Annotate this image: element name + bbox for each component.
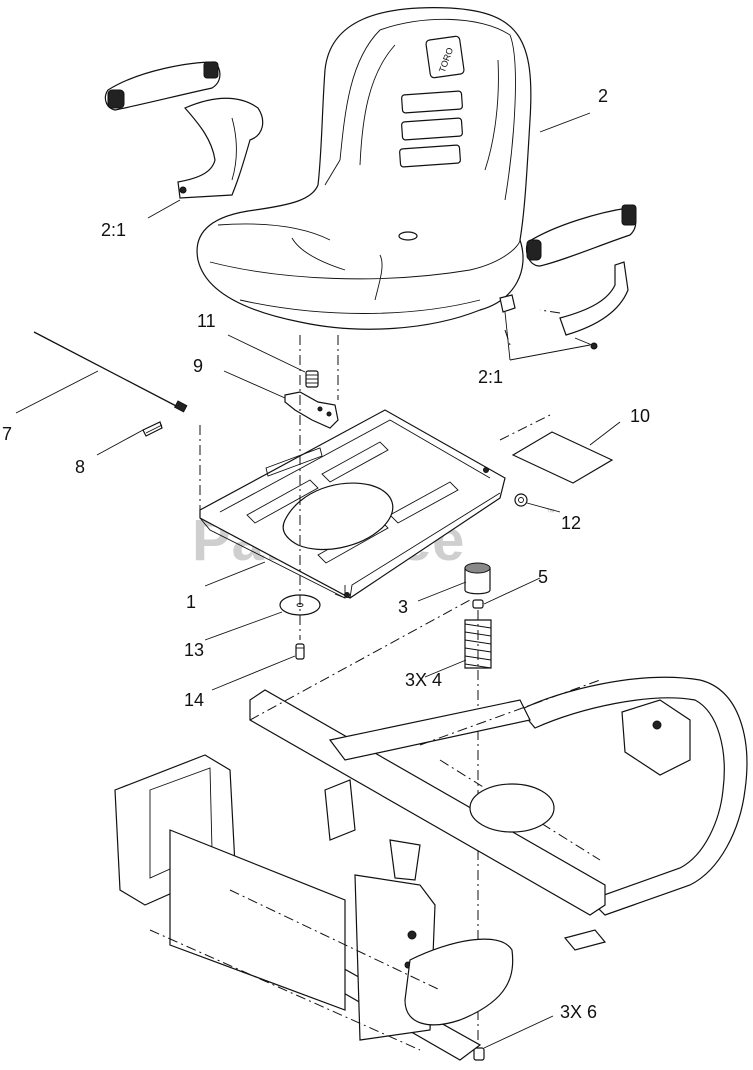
left-armrest [104,61,264,199]
callout-11: 11 [197,311,216,331]
latch-bracket [284,391,339,429]
callout-12: 12 [561,513,581,533]
rubber-bumper [464,562,491,595]
shoulder-bolt [295,643,305,660]
seat-pan [199,403,506,599]
spring-fastener [472,599,484,609]
adjust-rod [33,331,188,413]
watermark-trademark: ™ [546,507,555,517]
callout-1: 1 [186,592,196,612]
callout-2-1-right: 2:1 [478,367,503,387]
leader-lines [15,112,621,1049]
callout-3: 3 [398,597,408,617]
flange-nut [514,493,528,507]
callout-2-1-left: 2:1 [101,220,126,240]
decal [511,431,614,484]
right-armrest [499,204,637,350]
callout-labels: 2 2:1 2:1 11 9 7 8 10 12 1 5 3 13 3X 4 1… [2,86,650,1022]
callout-13: 13 [184,640,204,660]
hairpin-clip [142,421,163,437]
mower-frame [114,599,748,1061]
latch-spring [305,370,319,388]
callout-7: 7 [2,424,12,444]
callout-2: 2 [598,86,608,106]
callout-10: 9 [193,356,203,376]
callout-8: 8 [75,457,85,477]
seat: TORO [196,7,532,330]
callout-14: 14 [184,690,204,710]
callout-6: 3X 6 [560,1002,597,1022]
mounting-bolt [473,1047,485,1061]
callout-4: 5 [538,567,548,587]
callout-5: 3X 4 [405,670,442,690]
callout-9: 10 [630,406,650,426]
